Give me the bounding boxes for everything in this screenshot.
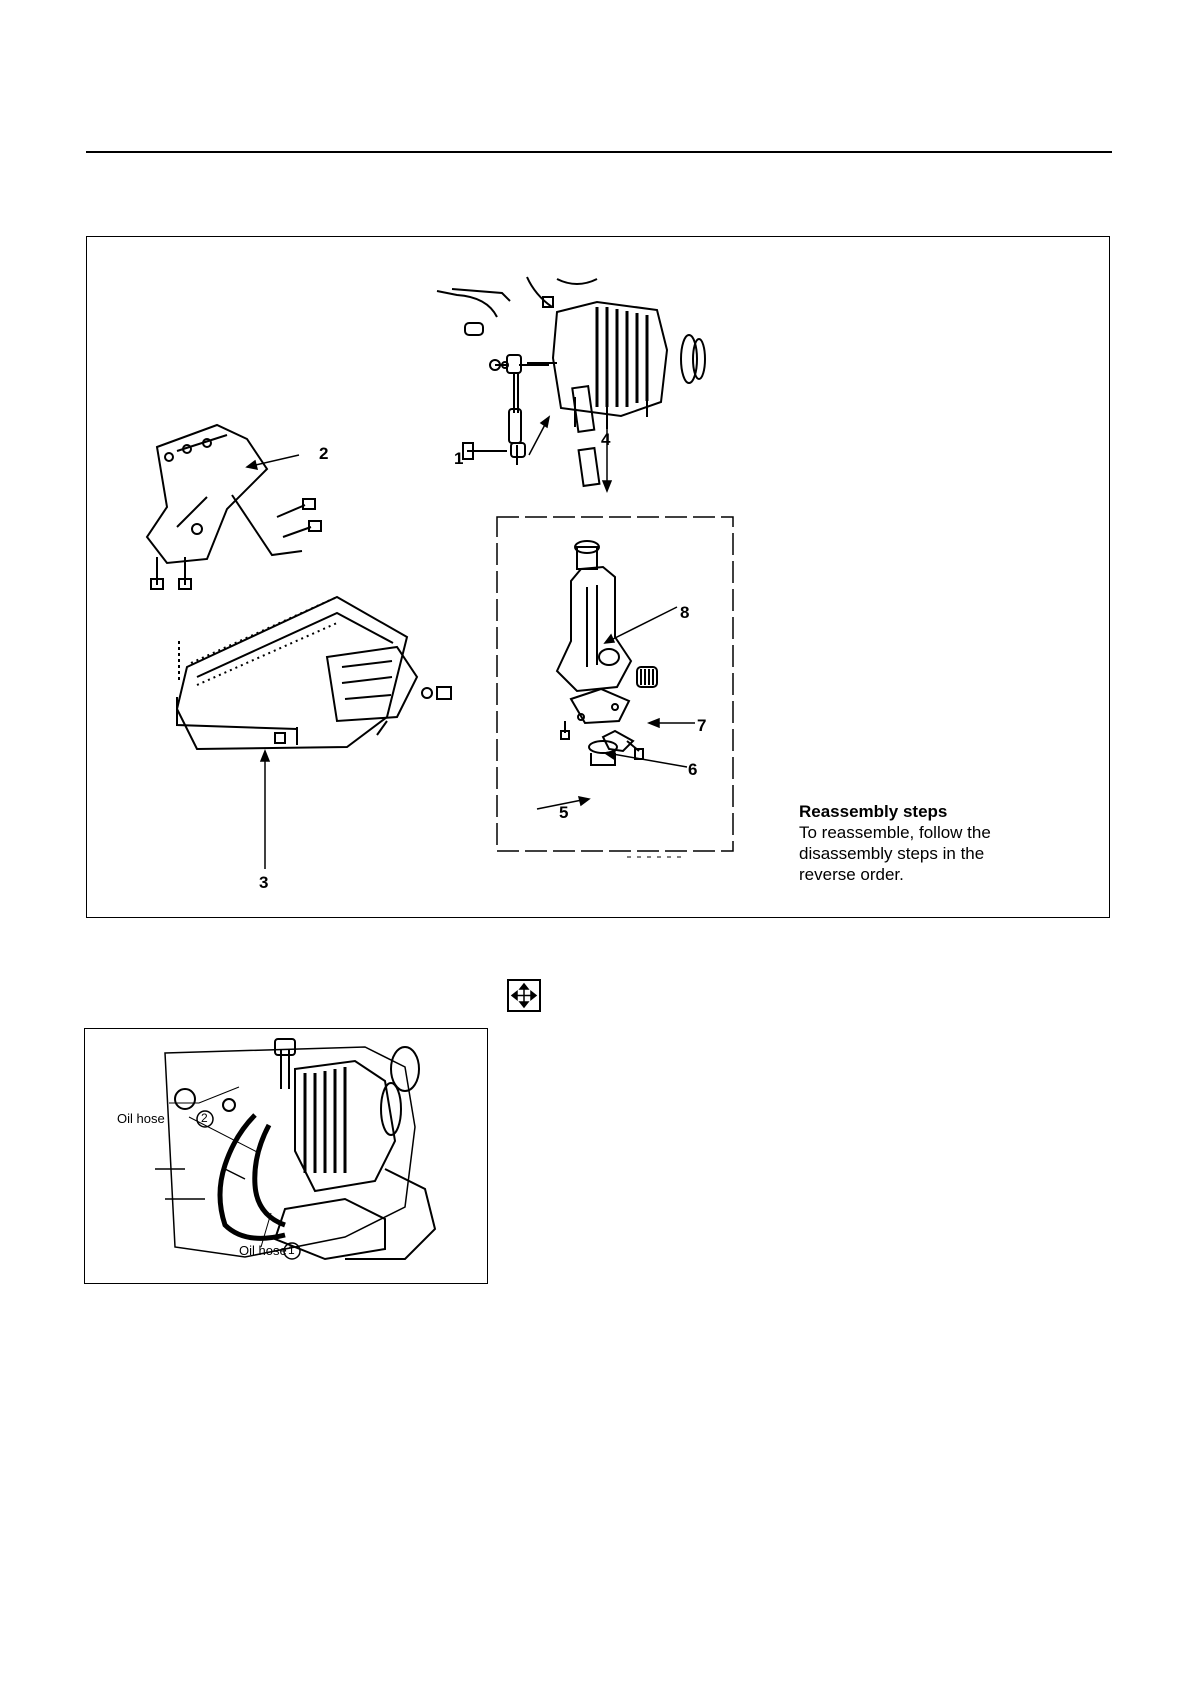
oil-hose-figure: Oil hose 2 Oil hose 1 xyxy=(84,1028,488,1284)
alternator-drawing xyxy=(437,277,705,486)
oil-pan-drawing xyxy=(177,597,451,749)
oil-hose-2-label: Oil hose xyxy=(117,1111,165,1126)
callout-7: 7 xyxy=(697,716,706,736)
oil-hose-1-number: 1 xyxy=(288,1243,295,1257)
header-rule xyxy=(86,151,1112,153)
reassembly-line-2: disassembly steps in the xyxy=(799,843,1059,864)
oil-pump-drawing xyxy=(557,541,657,765)
callout-5: 5 xyxy=(559,803,568,823)
reassembly-line-3: reverse order. xyxy=(799,864,1059,885)
oil-hose-1-label: Oil hose xyxy=(239,1243,287,1258)
callout-3: 3 xyxy=(259,873,268,893)
callout-1: 1 xyxy=(454,449,463,469)
callout-4: 4 xyxy=(601,430,610,450)
bracket-drawing xyxy=(147,425,321,589)
exploded-view-figure: 1 2 3 4 5 6 7 8 Reassembly steps To reas… xyxy=(86,236,1110,918)
oil-hose-2-number: 2 xyxy=(201,1111,208,1125)
callout-6: 6 xyxy=(688,760,697,780)
oil-hose-drawing xyxy=(85,1029,489,1285)
reassembly-heading: Reassembly steps xyxy=(799,801,1059,822)
reassembly-steps: Reassembly steps To reassemble, follow t… xyxy=(799,801,1059,885)
reassembly-line-1: To reassemble, follow the xyxy=(799,822,1059,843)
move-arrows-icon xyxy=(507,979,541,1012)
callout-2: 2 xyxy=(319,444,328,464)
callout-8: 8 xyxy=(680,603,689,623)
